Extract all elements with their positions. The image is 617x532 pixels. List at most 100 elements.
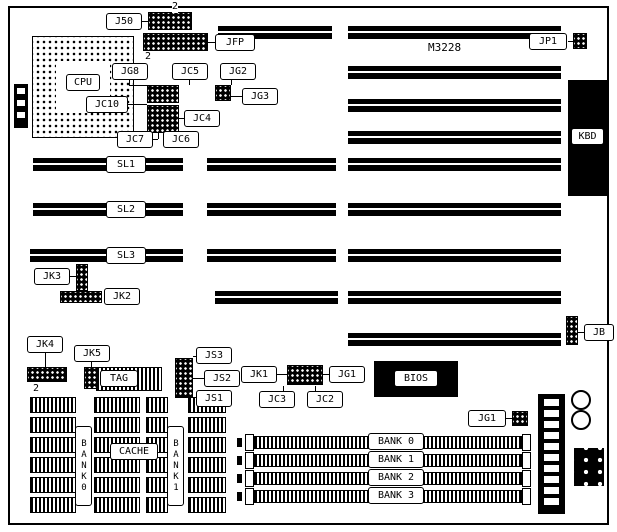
label-simm-bank0: BANK 0 <box>368 433 424 450</box>
pin2-marker: 2 <box>145 51 152 63</box>
leader-line <box>208 42 215 43</box>
label-jg8: JG8 <box>112 63 148 80</box>
label-jk1: JK1 <box>241 366 277 383</box>
simm-ejector <box>237 474 242 483</box>
simm-latch <box>245 452 254 469</box>
isa-slot <box>207 249 336 262</box>
leader-line <box>142 21 148 22</box>
pin2-marker: 2 <box>33 383 40 395</box>
leader-line <box>506 418 512 419</box>
leader-line <box>193 378 204 379</box>
leader-line <box>277 374 287 375</box>
jumper-block-upper <box>147 85 179 103</box>
label-js1: JS1 <box>196 390 232 407</box>
label-jg1-mid: JG1 <box>329 366 365 383</box>
jk1-header <box>287 365 323 385</box>
label-jg1-bottom: JG1 <box>468 410 506 427</box>
label-jk3: JK3 <box>34 268 70 285</box>
j50-header <box>148 12 192 30</box>
jk2-header <box>60 291 102 303</box>
dip-socket <box>94 497 140 513</box>
label-jfp: JFP <box>215 34 255 51</box>
jk3-header <box>76 264 88 291</box>
simm-ejector <box>237 492 242 501</box>
label-jc10: JC10 <box>86 96 128 113</box>
label-jg2: JG2 <box>220 63 256 80</box>
jg2-header <box>215 85 231 101</box>
simm-latch <box>522 434 531 451</box>
jk5-header <box>84 367 99 389</box>
dip-socket <box>146 497 168 513</box>
leader-line <box>231 96 242 97</box>
pin2-marker: 2 <box>172 1 179 13</box>
isa-slot <box>207 203 336 216</box>
label-jc2: JC2 <box>307 391 343 408</box>
isa-slot <box>348 99 561 112</box>
dip-socket <box>188 437 226 453</box>
isa-slot <box>348 333 561 346</box>
leader-line <box>323 374 329 375</box>
label-js2: JS2 <box>204 370 240 387</box>
isa-slot <box>215 291 338 304</box>
leader-line <box>231 80 232 85</box>
leader-line <box>158 133 159 139</box>
jfp-header <box>143 33 208 51</box>
simm-latch <box>245 488 254 505</box>
dip-socket <box>188 477 226 493</box>
dip-socket <box>188 457 226 473</box>
leader-line <box>45 353 46 367</box>
jumper-block-lower <box>147 105 179 133</box>
label-jg3: JG3 <box>242 88 278 105</box>
dip-socket <box>30 457 76 473</box>
dip-socket <box>188 497 226 513</box>
label-jc4: JC4 <box>184 110 220 127</box>
leader-line <box>578 332 584 333</box>
dip-socket <box>30 437 76 453</box>
leader-line <box>193 356 197 357</box>
label-jc7: JC7 <box>117 131 153 148</box>
simm-latch <box>245 470 254 487</box>
label-jc5: JC5 <box>172 63 208 80</box>
label-jk5: JK5 <box>74 345 110 362</box>
simm-latch <box>245 434 254 451</box>
label-sl1: SL1 <box>106 156 146 173</box>
dip-socket <box>30 397 76 413</box>
isa-slot <box>348 291 561 304</box>
simm-latch <box>522 488 531 505</box>
isa-slot <box>348 26 561 39</box>
leader-line <box>153 139 158 140</box>
dip-socket <box>94 417 140 433</box>
label-jb: JB <box>584 324 614 341</box>
label-kbd: KBD <box>571 128 604 145</box>
isa-slot <box>207 158 336 171</box>
leader-line <box>129 80 130 86</box>
label-tag: TAG <box>100 370 138 387</box>
chipset-label: M3228 <box>428 41 462 54</box>
jp1-header <box>573 33 587 49</box>
dip-socket <box>146 417 168 433</box>
label-jc3: JC3 <box>259 391 295 408</box>
dip-socket <box>188 417 226 433</box>
power-supply-connector <box>538 394 565 514</box>
simm-latch <box>522 452 531 469</box>
dip-socket <box>30 477 76 493</box>
mounting-hole <box>571 410 591 430</box>
isa-slot <box>348 66 561 79</box>
dip-socket <box>30 417 76 433</box>
cpu-socket <box>32 36 134 138</box>
label-cache-bank1: BANK1 <box>167 426 184 506</box>
jk4-header <box>27 367 67 382</box>
label-j50: J50 <box>106 13 142 30</box>
dip-socket <box>146 477 168 493</box>
jg1-header <box>512 411 528 426</box>
js-header <box>175 358 193 398</box>
leader-line <box>189 80 190 85</box>
dip-socket <box>94 477 140 493</box>
leader-line <box>128 104 147 105</box>
label-sl2: SL2 <box>106 201 146 218</box>
external-connector <box>574 448 604 486</box>
label-jk2: JK2 <box>104 288 140 305</box>
leader-line <box>130 85 147 86</box>
label-js3: JS3 <box>196 347 232 364</box>
simm-ejector <box>237 456 242 465</box>
